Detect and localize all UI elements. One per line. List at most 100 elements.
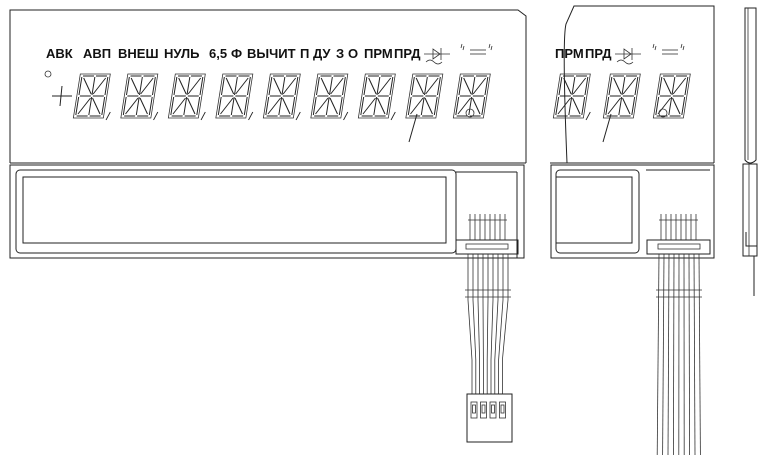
label-f: Ф xyxy=(231,46,242,61)
main-wire xyxy=(495,254,498,394)
main-digit-6-segment xyxy=(366,78,379,94)
side-digit-2-segment xyxy=(658,98,671,114)
main-digit-8-segment xyxy=(458,98,471,114)
main-digit-8-segment xyxy=(473,78,486,94)
main-connector-block xyxy=(456,240,518,254)
side-digit-row xyxy=(553,74,690,120)
main-window-inner xyxy=(23,177,446,243)
side-digit-2-frame xyxy=(653,74,690,118)
main-digit-3-segment xyxy=(220,98,233,114)
side-digit-0-segment xyxy=(570,98,583,114)
side-digit-2-segment xyxy=(673,78,686,94)
main-connector-slot xyxy=(466,244,508,249)
main-wire xyxy=(491,254,493,394)
main-digit-6-segment xyxy=(378,78,391,94)
side-digit-1 xyxy=(603,74,640,118)
main-digit-5-segment xyxy=(315,98,328,114)
main-wire xyxy=(487,254,488,394)
main-digit-8-segment xyxy=(461,78,474,94)
side-digit-0-frame xyxy=(553,74,590,118)
main-digit-7-segment xyxy=(414,78,427,94)
main-plug-contact xyxy=(500,402,506,418)
main-digit-3-segment xyxy=(224,78,237,94)
label-nul: НУЛЬ xyxy=(164,46,199,61)
main-digit-1-segment xyxy=(137,98,150,114)
main-digit-8-frame xyxy=(453,74,490,118)
side-digit-2-segment xyxy=(661,78,674,94)
main-plug-contacts xyxy=(471,402,506,418)
side-digit-2-segment xyxy=(670,98,683,114)
side-label-prd: ПРД xyxy=(585,46,612,61)
main-digit-5-comma xyxy=(344,112,348,120)
main-digit-2-segment xyxy=(176,78,189,94)
label-prm: ПРМ xyxy=(364,46,393,61)
side-connector-top-pins xyxy=(659,214,698,240)
main-digit-3 xyxy=(216,74,259,120)
label-du: ДУ xyxy=(313,46,331,61)
side-digit-0-segment xyxy=(573,78,586,94)
side-label-prm: ПРМ xyxy=(555,46,584,61)
side-wire xyxy=(694,254,695,455)
side-digit-0-comma xyxy=(586,112,590,120)
main-wire xyxy=(478,254,480,394)
main-wire xyxy=(473,254,476,394)
voltage-mode-icon xyxy=(461,44,492,54)
main-window-outer xyxy=(16,170,456,253)
main-digit-0-segment xyxy=(90,98,103,114)
edge-view xyxy=(743,8,757,296)
main-plug-contact xyxy=(490,402,496,418)
side-window-inner xyxy=(556,177,632,243)
main-digit-0-segment xyxy=(81,78,94,94)
label-avk: АВК xyxy=(46,46,73,61)
side-digit-0 xyxy=(553,74,596,120)
main-digit-7-segment xyxy=(422,98,435,114)
main-digit-8 xyxy=(453,74,490,118)
main-digit-0 xyxy=(73,74,116,120)
side-diode-icon xyxy=(615,48,641,64)
main-digit-5-frame xyxy=(311,74,348,118)
main-digit-0-segment xyxy=(78,98,91,114)
main-digit-4-comma xyxy=(296,112,300,120)
main-digit-5-segment xyxy=(331,78,344,94)
main-indicator-row: АВК АВП ВНЕШ НУЛЬ 6,5 Ф ВЫЧИТ П ДУ З О П… xyxy=(46,46,421,61)
label-6-5: 6,5 xyxy=(209,46,227,61)
main-digit-7-segment xyxy=(410,98,423,114)
main-digit-1-frame xyxy=(121,74,158,118)
label-vychit: ВЫЧИТ xyxy=(247,46,296,61)
label-prd: ПРД xyxy=(394,46,421,61)
main-digit-1 xyxy=(121,74,164,120)
label-avp: АВП xyxy=(83,46,111,61)
side-wire xyxy=(657,254,659,455)
main-digit-2-segment xyxy=(173,98,186,114)
main-plug-contact xyxy=(471,402,477,418)
main-digit-0-comma xyxy=(106,112,110,120)
main-digit-2-segment xyxy=(185,98,198,114)
side-wire xyxy=(699,254,700,455)
main-plug-contact-inner xyxy=(473,405,476,413)
main-digit-3-segment xyxy=(236,78,249,94)
side-digit-0-segment xyxy=(561,78,574,94)
side-wire xyxy=(663,254,664,455)
sign-icon xyxy=(52,86,72,106)
main-digit-0-segment xyxy=(93,78,106,94)
side-digit-0-segment xyxy=(558,98,571,114)
main-digit-row xyxy=(73,74,490,120)
main-digit-2-segment xyxy=(188,78,201,94)
indicator-dot xyxy=(45,71,51,77)
main-digit-4 xyxy=(263,74,306,120)
main-digit-6-segment xyxy=(375,98,388,114)
main-digit-2-frame xyxy=(168,74,205,118)
main-digit-3-comma xyxy=(249,112,253,120)
main-plug-contact-inner xyxy=(492,405,495,413)
edge-body-profile xyxy=(743,164,757,256)
main-digit-7-segment xyxy=(426,78,439,94)
main-plug-contact xyxy=(481,402,487,418)
label-z: З xyxy=(336,46,344,61)
edge-glass-profile xyxy=(745,8,756,163)
main-connector-top-pins xyxy=(468,214,507,240)
side-connector-block xyxy=(647,240,710,254)
main-digit-5-segment xyxy=(319,78,332,94)
main-digit-1-segment xyxy=(129,78,142,94)
main-digit-1-comma xyxy=(154,112,158,120)
